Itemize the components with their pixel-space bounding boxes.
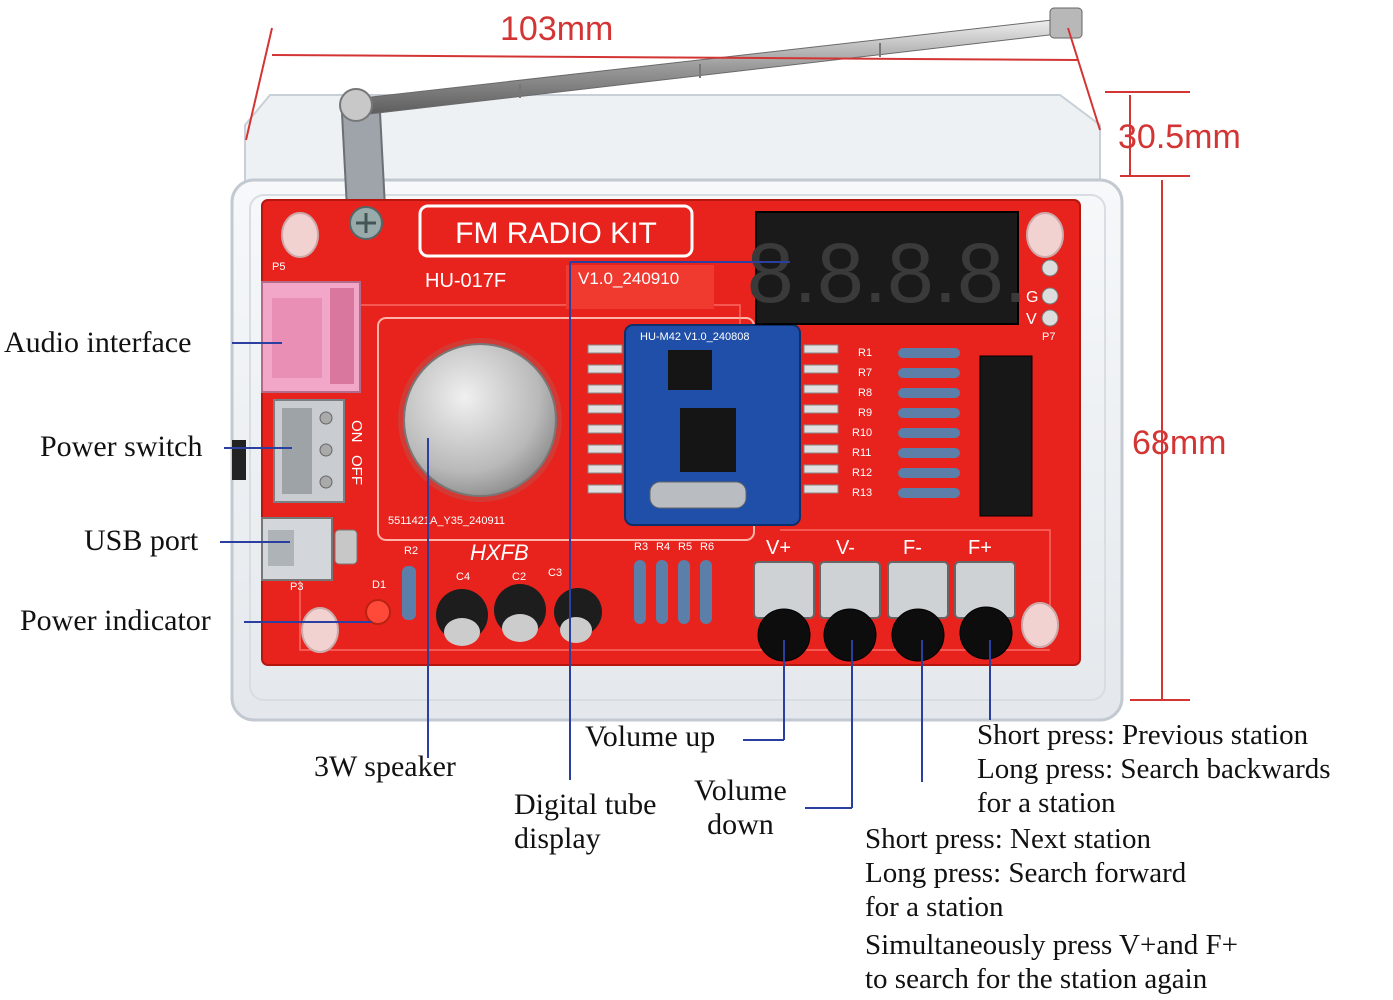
blue-module-part: HU-M42 V1.0_240808 <box>624 324 801 526</box>
desc-f-plus: Short press: Next station Long press: Se… <box>865 823 1187 923</box>
dimension-depth: 30.5mm <box>1118 118 1241 156</box>
svg-text:G: G <box>1026 289 1038 306</box>
callout-volume-down: Volume down <box>694 774 787 841</box>
svg-text:C3: C3 <box>548 567 562 579</box>
button-label-vplus: V+ <box>766 537 791 559</box>
header-pins <box>1041 259 1059 327</box>
audio-jack-part <box>261 281 361 393</box>
leader-lines <box>220 261 991 809</box>
svg-text:R4: R4 <box>656 541 670 553</box>
button-bases <box>753 561 1016 619</box>
svg-text:R3: R3 <box>634 541 648 553</box>
svg-text:R5: R5 <box>678 541 692 553</box>
button-label-vminus: V- <box>836 537 855 559</box>
brand-mark: HXFB <box>470 540 529 565</box>
desc-combo: Simultaneously press V+and F+ to search … <box>865 929 1238 995</box>
mount-posts <box>281 212 1064 653</box>
svg-text:OFF: OFF <box>348 455 365 485</box>
desc-f-minus: Short press: Previous station Long press… <box>977 719 1331 819</box>
callout-volume-up: Volume up <box>585 720 716 753</box>
digital-display-part: 8.8.8.8. <box>747 211 1027 325</box>
svg-text:R10: R10 <box>852 427 872 439</box>
svg-text:C2: C2 <box>512 571 526 583</box>
svg-text:R1: R1 <box>858 347 872 359</box>
svg-text:8.8.8.8.: 8.8.8.8. <box>747 226 1027 320</box>
svg-text:R13: R13 <box>852 487 872 499</box>
button-label-fminus: F- <box>903 537 922 559</box>
callout-power-switch: Power switch <box>40 430 203 463</box>
board-version: V1.0_240910 <box>578 269 679 288</box>
capacitors <box>436 584 602 646</box>
svg-text:R9: R9 <box>858 407 872 419</box>
callout-power-indicator: Power indicator <box>20 604 211 637</box>
svg-text:R6: R6 <box>700 541 714 553</box>
svg-text:R2: R2 <box>404 545 418 557</box>
button-caps <box>757 606 1013 662</box>
svg-text:R11: R11 <box>852 447 871 459</box>
label-p5: P5 <box>272 261 285 273</box>
dimension-width: 103mm <box>500 10 614 48</box>
svg-text:HU-M42 V1.0_240808: HU-M42 V1.0_240808 <box>640 331 749 343</box>
ic-chip <box>979 355 1033 517</box>
svg-text:5511421A_Y35_240911: 5511421A_Y35_240911 <box>388 515 505 527</box>
callout-speaker: 3W speaker <box>314 750 456 783</box>
svg-text:P3: P3 <box>290 581 303 593</box>
dimension-height: 68mm <box>1132 424 1227 462</box>
callout-usb-port: USB port <box>84 524 199 557</box>
module-pins <box>587 344 839 494</box>
svg-text:C4: C4 <box>456 571 470 583</box>
svg-text:P7: P7 <box>1042 331 1055 343</box>
svg-text:V: V <box>1026 311 1037 328</box>
board-title: FM RADIO KIT <box>455 217 657 250</box>
board-model: HU-017F <box>425 270 506 292</box>
power-led <box>365 599 391 625</box>
button-label-fplus: F+ <box>968 537 992 559</box>
usb-port-part: P3 <box>261 517 358 593</box>
callout-audio-interface: Audio interface <box>4 326 192 359</box>
resistor-bank <box>898 348 960 498</box>
speaker-part: 5511421A_Y35_240911 <box>388 338 562 527</box>
board-title-box <box>418 204 694 258</box>
dimension-lines <box>245 27 1190 701</box>
svg-text:D1: D1 <box>372 579 386 591</box>
svg-text:R12: R12 <box>852 467 872 479</box>
power-switch-part: ON OFF <box>232 399 365 503</box>
svg-text:R7: R7 <box>858 367 872 379</box>
svg-text:R8: R8 <box>858 387 872 399</box>
resistors-bottom <box>634 560 712 624</box>
svg-text:ON: ON <box>348 420 365 443</box>
callout-digital-display: Digital tube display <box>514 788 657 855</box>
